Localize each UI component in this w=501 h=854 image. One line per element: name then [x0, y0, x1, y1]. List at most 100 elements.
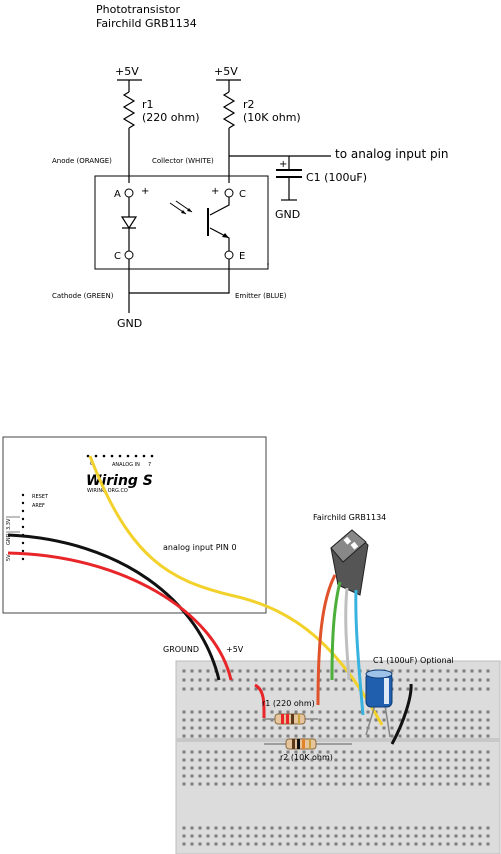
- breadboard-hole: [382, 710, 386, 714]
- breadboard-hole: [246, 669, 250, 673]
- breadboard-hole: [446, 734, 450, 738]
- resistor-r2: [264, 738, 352, 750]
- led-bottom-wire: [122, 227, 136, 251]
- breadboard-hole: [270, 710, 274, 714]
- breadboard-hole: [198, 710, 202, 714]
- breadboard-hole: [302, 726, 306, 730]
- breadboard-hole: [462, 750, 466, 754]
- breadboard-hole: [462, 726, 466, 730]
- breadboard-hole: [182, 782, 186, 786]
- breadboard-hole: [238, 766, 242, 770]
- breadboard-hole: [390, 734, 394, 738]
- breadboard-hole: [198, 758, 202, 762]
- breadboard-hole: [478, 782, 482, 786]
- breadboard-hole: [310, 782, 314, 786]
- sensor-label: Fairchild GRB1134: [313, 513, 386, 522]
- breadboard-hole: [294, 669, 298, 673]
- breadboard-hole: [486, 774, 490, 778]
- breadboard-hole: [262, 726, 266, 730]
- analog-pin-7-label: 7: [148, 462, 151, 468]
- breadboard-hole: [326, 834, 330, 838]
- breadboard-hole: [342, 842, 346, 846]
- breadboard-hole: [414, 734, 418, 738]
- breadboard-hole: [230, 774, 234, 778]
- breadboard-hole: [326, 687, 330, 691]
- breadboard-hole: [438, 774, 442, 778]
- breadboard-hole: [214, 774, 218, 778]
- breadboard-hole: [422, 678, 426, 682]
- breadboard-hole: [430, 842, 434, 846]
- breadboard-hole: [214, 750, 218, 754]
- breadboard-hole: [430, 834, 434, 838]
- breadboard-hole: [270, 718, 274, 722]
- breadboard-hole: [358, 710, 362, 714]
- breadboard-hole: [470, 678, 474, 682]
- breadboard-hole: [294, 710, 298, 714]
- breadboard-hole: [246, 678, 250, 682]
- breadboard-hole: [430, 758, 434, 762]
- breadboard-hole: [206, 774, 210, 778]
- breadboard-hole: [222, 758, 226, 762]
- breadboard-hole: [206, 782, 210, 786]
- breadboard-hole: [358, 774, 362, 778]
- breadboard-hole: [214, 758, 218, 762]
- vcc-right-bar: [216, 79, 241, 92]
- breadboard-hole: [246, 774, 250, 778]
- breadboard-hole: [318, 678, 322, 682]
- breadboard-hole: [438, 726, 442, 730]
- breadboard-hole: [350, 710, 354, 714]
- breadboard-hole: [382, 726, 386, 730]
- breadboard-hole: [422, 734, 426, 738]
- breadboard-hole: [366, 826, 370, 830]
- breadboard-hole: [486, 669, 490, 673]
- breadboard-hole: [294, 758, 298, 762]
- plus-right-label: +: [211, 186, 219, 197]
- breadboard-hole: [230, 826, 234, 830]
- breadboard-hole: [350, 734, 354, 738]
- breadboard-hole: [438, 734, 442, 738]
- collector-lead-white: [344, 587, 351, 681]
- breadboard-hole: [270, 826, 274, 830]
- breadboard-hole: [230, 766, 234, 770]
- breadboard-hole: [454, 750, 458, 754]
- breadboard-hole: [446, 782, 450, 786]
- breadboard-hole: [358, 750, 362, 754]
- breadboard-hole: [350, 766, 354, 770]
- breadboard-hole: [286, 774, 290, 778]
- breadboard-hole: [238, 834, 242, 838]
- breadboard-hole: [254, 710, 258, 714]
- breadboard-hole: [390, 766, 394, 770]
- breadboard-hole: [238, 734, 242, 738]
- breadboard-hole: [406, 782, 410, 786]
- breadboard-hole: [478, 669, 482, 673]
- breadboard-hole: [230, 669, 234, 673]
- vcc-left-label: +5V: [115, 65, 139, 78]
- breadboard-hole: [222, 687, 226, 691]
- breadboard-hole: [254, 718, 258, 722]
- breadboard-hole: [214, 734, 218, 738]
- breadboard-hole: [486, 710, 490, 714]
- breadboard-body: [175, 660, 501, 854]
- breadboard-hole: [350, 834, 354, 838]
- breadboard-hole: [430, 678, 434, 682]
- breadboard-hole: [438, 842, 442, 846]
- r2-resistor-symbol: [222, 91, 236, 129]
- breadboard-hole: [406, 750, 410, 754]
- breadboard-hole: [454, 678, 458, 682]
- breadboard-hole: [486, 678, 490, 682]
- breadboard-hole: [190, 758, 194, 762]
- breadboard-hole: [278, 774, 282, 778]
- breadboard-hole: [382, 758, 386, 762]
- rotated-power-labels: 3.3V GND 5V: [6, 518, 12, 561]
- breadboard-hole: [262, 834, 266, 838]
- breadboard-hole: [470, 750, 474, 754]
- breadboard-hole: [358, 758, 362, 762]
- breadboard-hole: [470, 826, 474, 830]
- breadboard-hole: [382, 842, 386, 846]
- wiring-diagram: 0 ANALOG IN 7 Wiring S WIRING.ORG.CO RES…: [2, 436, 501, 854]
- breadboard-hole: [430, 782, 434, 786]
- breadboard-hole: [222, 734, 226, 738]
- breadboard-hole: [182, 758, 186, 762]
- analog-signal-wire: [88, 455, 384, 726]
- breadboard-hole: [222, 766, 226, 770]
